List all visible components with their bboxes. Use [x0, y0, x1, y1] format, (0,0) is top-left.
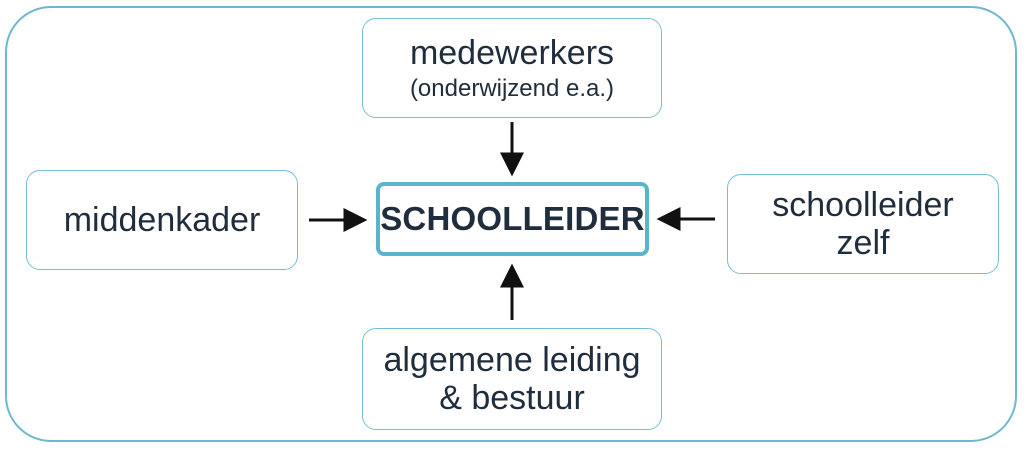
box-medewerkers-title: medewerkers [409, 33, 615, 72]
box-schoolleider-zelf-line1: schoolleider [772, 185, 954, 224]
box-algemene-leiding: algemene leiding & bestuur [362, 328, 662, 430]
box-middenkader-title: middenkader [63, 200, 261, 239]
diagram-frame [5, 6, 1017, 442]
box-medewerkers-subtitle: (onderwijzend e.a.) [409, 74, 615, 102]
box-schoolleider-zelf: schoolleider zelf [727, 174, 999, 274]
box-algemene-leiding-line2: & bestuur [439, 379, 585, 417]
box-schoolleider-center: SCHOOLLEIDER [376, 182, 649, 256]
box-algemene-leiding-line1: algemene leiding [383, 340, 641, 379]
box-middenkader: middenkader [26, 170, 298, 270]
box-schoolleider-zelf-line2: zelf [836, 224, 890, 262]
box-medewerkers: medewerkers (onderwijzend e.a.) [362, 18, 662, 118]
center-label: SCHOOLLEIDER [380, 200, 645, 237]
